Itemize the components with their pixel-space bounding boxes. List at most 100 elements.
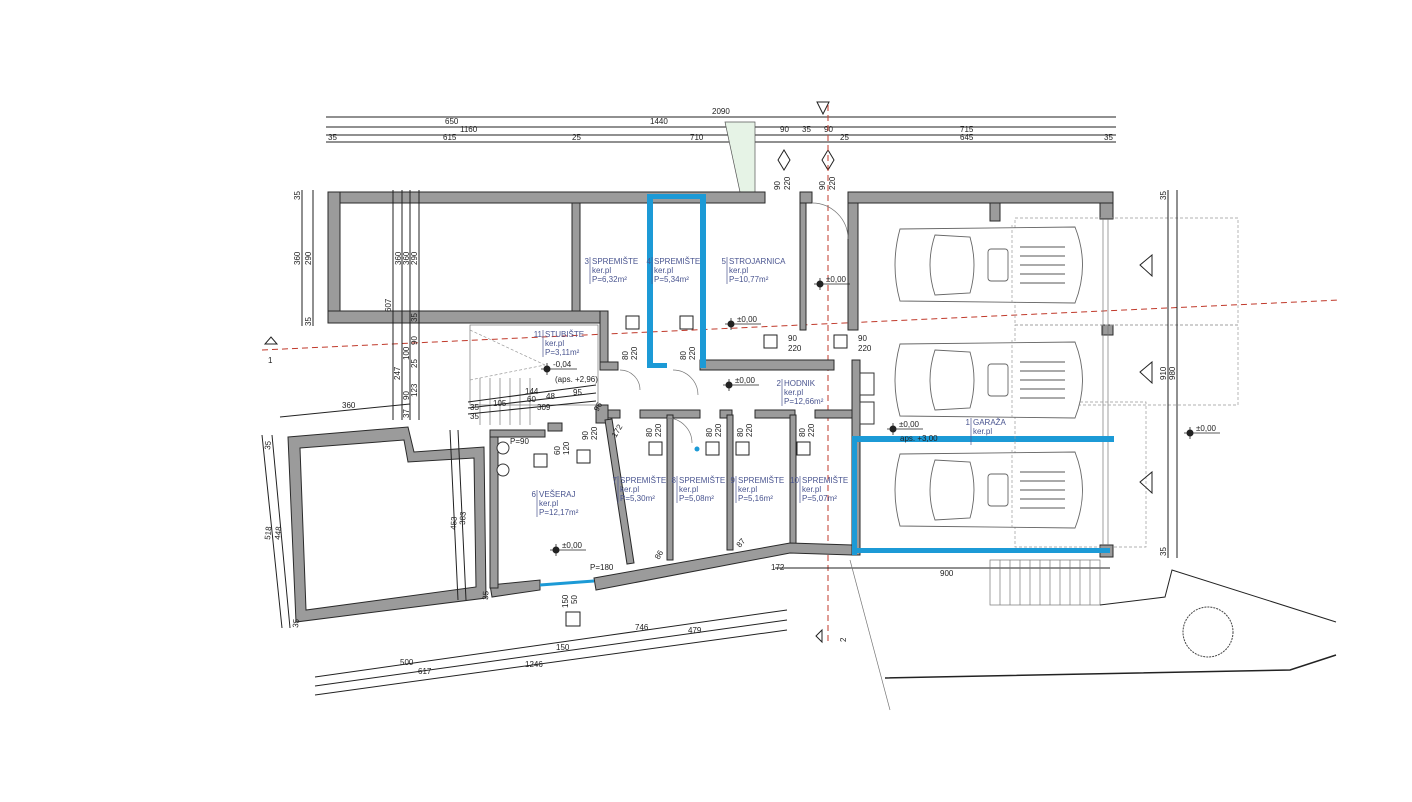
dim: 220 [783,176,792,190]
level-marker: ±0,00 [723,376,759,391]
door-width: 80 [736,428,745,437]
level-value: ±0,00 [899,420,920,429]
dim: 35 [481,590,490,600]
room-name: STROJARNICA [729,257,786,266]
door-swing [666,417,693,444]
dim: 710 [690,133,704,142]
door-height: 220 [590,426,599,440]
dim: 90 [824,125,833,134]
door-tag-icon [576,449,591,464]
level-markers: ±0,00±0,00±0,00±0,00±0,00±0,00-0,04(aps.… [541,275,1220,556]
dim: 35 [410,313,419,322]
car-icon [894,450,1083,530]
room-floor: ker.pl [784,388,803,397]
door-swing [672,369,699,396]
level-marker: ±0,00 [887,420,923,435]
parking-triangle-icon [1139,360,1153,385]
door-label: P=90 [510,437,529,446]
dim: 25 [840,133,849,142]
parking: 35 910 980 35 900 [496,190,1337,711]
highlighted-walls [647,194,1114,555]
dim: 35 [1104,133,1113,142]
door-height: 220 [788,344,802,353]
room-name: SPREMIŠTE [620,476,666,485]
washing-machine-icon [496,441,510,455]
level-value: ±0,00 [562,541,583,550]
dim: 37 [402,409,411,418]
dim: 86 [653,548,666,561]
dim: 220 [828,176,837,190]
dim: 360 [342,401,356,410]
level-marker: ±0,00 [550,541,586,556]
room-floor: ker.pl [802,485,821,494]
room-area: P=3,11m² [545,348,580,357]
room-number: 4 [647,257,652,266]
room-name: SPREMIŠTE [802,476,848,485]
dim: 25 [410,359,419,368]
room-name: GARAŽA [973,418,1007,427]
room-area: P=5,16m² [738,494,773,503]
level-marker: ±0,00 [725,315,761,330]
level-marker: -0,04 [541,360,577,375]
door-height: 220 [714,423,723,437]
door-tag-icon [763,334,778,349]
stairs: 144 60 48 95 105 309 35 35 [467,324,599,425]
room-floor: ker.pl [654,266,673,275]
room-floor: ker.pl [539,499,558,508]
top-dimensions: 2090 650 1440 1160 90 35 90 715 35 615 2… [326,101,1116,193]
room-area: P=5,07m² [802,494,837,503]
room-number: 1 [966,418,971,427]
dim: 615 [443,133,457,142]
dim: 360 [402,251,411,265]
room-number: 2 [777,379,782,388]
room-name: SPREMIŠTE [738,476,784,485]
room-name: SPREMIŠTE [679,476,725,485]
angle-label: 172 [771,563,785,572]
room-number: 11 [534,330,543,339]
door-tag-icon [833,334,848,349]
dim: 90 [410,336,419,345]
level-absolute: aps. +3,00 [900,434,938,443]
dim: 900 [940,569,954,578]
door-tag-icon [625,315,640,330]
dim: 309 [537,403,551,412]
section-arrow-icon [815,628,823,644]
room-floor: ker.pl [679,485,698,494]
door-tag-icon [679,315,694,330]
door-tag-icon [648,441,663,456]
room-name: SPREMIŠTE [654,257,700,266]
terrain-wedge [724,121,756,193]
room-area: P=6,32m² [592,275,627,284]
dim: 448 [273,525,283,540]
room-name: VEŠERAJ [539,490,575,499]
dim: 35 [1159,191,1168,200]
door-width: 80 [679,351,688,360]
window-label: P=180 [590,563,614,572]
dim: 35 [470,403,479,412]
dim: 35 [304,317,313,326]
door-swing [811,202,849,240]
section-arrow-icon [263,336,279,345]
tree-icon [1182,606,1234,658]
dim: 144 [525,387,539,396]
level-value: ±0,00 [826,275,847,284]
dim: 383 [458,511,468,525]
room-number: 3 [585,257,590,266]
door-height: 220 [807,423,816,437]
